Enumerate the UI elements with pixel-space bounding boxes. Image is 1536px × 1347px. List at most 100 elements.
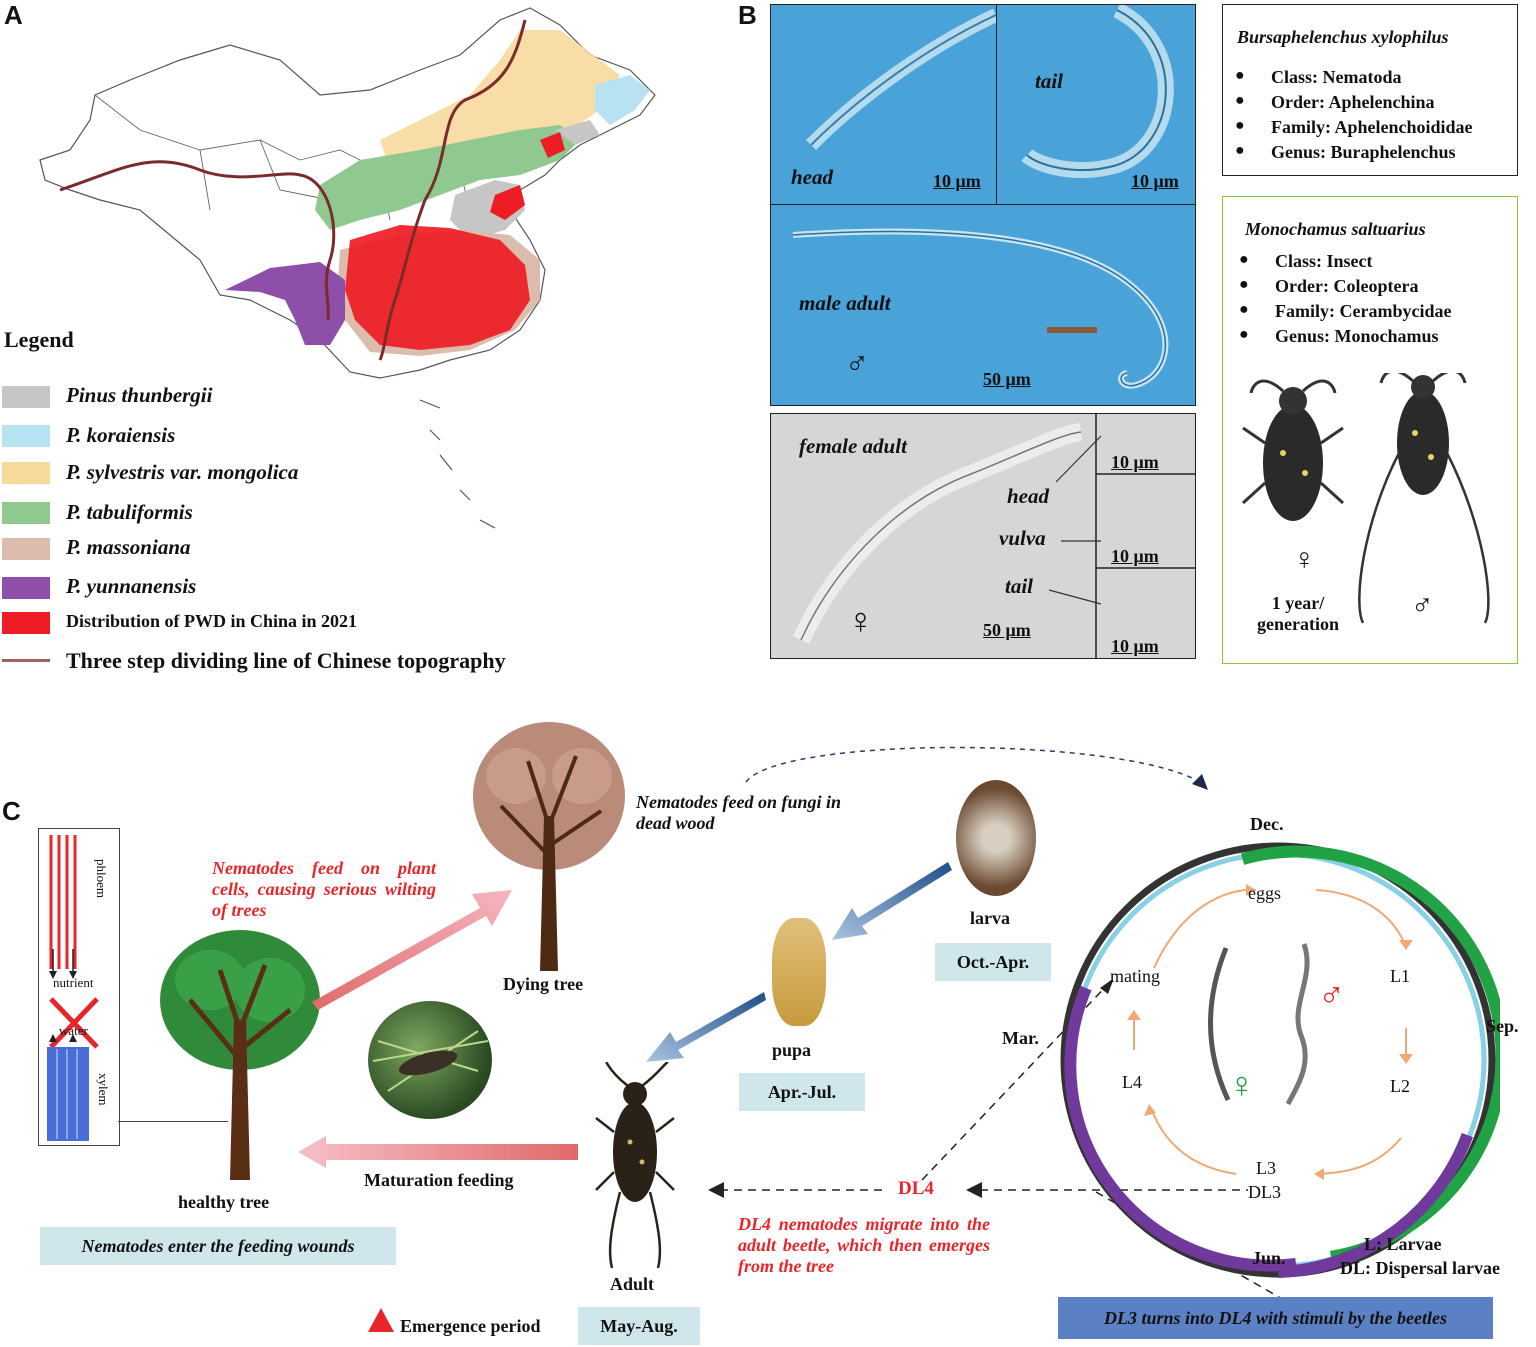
nematode-family: Family: Aphelenchoididae — [1235, 117, 1472, 138]
beetle-female-symbol: ♀ — [1293, 543, 1316, 576]
beetle-taxonomy-title: Monochamus saltuarius — [1245, 219, 1426, 239]
label-dying-tree: Dying tree — [503, 974, 584, 994]
scalebar-tail: 10 μm — [1131, 171, 1179, 191]
month-mar: Mar. — [1002, 1028, 1039, 1048]
beetle-male-symbol: ♂ — [1411, 589, 1434, 622]
healthy-tree — [160, 930, 320, 1180]
nematode-order: Order: Aphelenchina — [1235, 92, 1434, 113]
key-dispersal: DL: Dispersal larvae — [1340, 1258, 1500, 1278]
beetle-specimens — [1241, 373, 1490, 624]
region-pwd-2021 — [345, 225, 530, 350]
nematode-genus: Genus: Buraphelenchus — [1235, 142, 1455, 163]
label-phloem: phloem — [94, 859, 109, 898]
cycle-male-symbol: ♂ — [1318, 975, 1345, 1015]
beetle-family: Family: Cerambycidae — [1239, 301, 1452, 322]
arrow-larva-to-pupa — [832, 862, 952, 940]
micro-label-male-adult: male adult — [799, 291, 891, 315]
nematode-taxonomy-box: Bursaphelenchus xylophilus Class: Nemato… — [1222, 4, 1518, 176]
scalebar-male: 50 μm — [983, 369, 1031, 389]
legend-title: Legend — [4, 327, 74, 352]
legend-label-tabuliformis: P. tabuliformis — [66, 500, 193, 524]
label-healthy-tree: healthy tree — [178, 1192, 270, 1212]
month-jun: Jun. — [1252, 1248, 1286, 1268]
arrow-healthy-to-dying — [312, 890, 512, 1010]
legend-swatch-line — [2, 659, 50, 662]
micro-label-female-vulva: vulva — [999, 526, 1046, 550]
label-water: water — [59, 1023, 88, 1038]
cycle-female-symbol: ♀ — [1228, 1065, 1255, 1105]
micrograph-female-adult: female adult head vulva tail ♀ 50 μm 10 … — [770, 413, 1196, 659]
male-scale-marker — [1047, 327, 1097, 333]
scalebar-female-tail: 10 μm — [1111, 636, 1159, 656]
china-map — [39, 7, 656, 529]
beetle-taxonomy-box: Monochamus saltuarius Class: Insect Orde… — [1222, 196, 1518, 664]
female-symbol: ♀ — [847, 601, 874, 641]
enter-wounds-box: Nematodes enter the feeding wounds — [40, 1227, 396, 1265]
micrograph-tail: tail 10 μm — [996, 4, 1196, 206]
legend-swatch-pwd — [2, 612, 50, 634]
panel-label-b: B — [738, 0, 757, 30]
emergence-triangle-icon — [368, 1308, 394, 1332]
china-outline — [39, 7, 656, 379]
stage-eggs: eggs — [1248, 883, 1281, 903]
stage-l3: L3 — [1256, 1158, 1276, 1178]
dying-tree — [473, 722, 625, 971]
beetle-feeding-drawing — [372, 1030, 489, 1092]
legend-swatch-yunnanensis — [2, 577, 50, 599]
panel-label-c: C — [2, 796, 21, 826]
nematode-head-drawing — [806, 8, 997, 150]
micro-label-head: head — [791, 165, 833, 189]
vascular-diagram: phloem nutrient water xylem — [38, 828, 120, 1146]
legend-label-thunbergii: Pinus thunbergii — [66, 383, 213, 407]
label-maturation-feeding: Maturation feeding — [364, 1170, 514, 1190]
label-emergence: Emergence period — [400, 1316, 541, 1336]
arrow-pupa-to-adult — [646, 992, 766, 1062]
month-dec: Dec. — [1250, 814, 1284, 834]
beetle-generation: 1 year/ generation — [1257, 593, 1339, 634]
region-p-koraiensis — [595, 75, 650, 125]
adult-beetle — [595, 1062, 675, 1268]
micrograph-male-adult: male adult ♂ 50 μm — [770, 204, 1196, 406]
legend-label-pwd: Distribution of PWD in China in 2021 — [66, 611, 358, 631]
male-adult-drawing — [792, 228, 1169, 389]
adult-period-box: May-Aug. — [578, 1307, 700, 1345]
nematode-taxonomy-title: Bursaphelenchus xylophilus — [1237, 27, 1449, 47]
region-p-tabuliformis — [315, 125, 580, 230]
legend-label-line: Three step dividing line of Chinese topo… — [66, 648, 506, 673]
arrow-maturation-feeding — [298, 1136, 578, 1168]
micrograph-head: head 10 μm — [770, 4, 998, 206]
life-cycle-ring — [1060, 842, 1500, 1279]
region-p-sylvestris — [380, 30, 620, 175]
feed-fungi-text: Nematodes feed on fungi in dead wood — [636, 792, 841, 833]
scalebar-female-head: 10 μm — [1111, 452, 1159, 472]
legend-swatch-koraiensis — [2, 425, 50, 447]
vascular-drawing — [47, 835, 99, 1141]
legend-label-massoniana: P. massoniana — [66, 535, 191, 559]
micro-label-female-adult: female adult — [799, 434, 907, 458]
legend-label-sylvestris: P. sylvestris var. mongolica — [66, 460, 299, 484]
beetle-feeding-photo — [368, 1001, 492, 1119]
pupa-photo — [772, 918, 826, 1026]
month-sep: Sep. — [1486, 1016, 1519, 1036]
stage-dl3: DL3 — [1248, 1182, 1281, 1202]
panel-label-a: A — [4, 0, 23, 30]
label-adult: Adult — [610, 1274, 655, 1294]
beetle-order: Order: Coleoptera — [1239, 276, 1419, 297]
topography-line-2 — [378, 19, 527, 361]
male-symbol: ♂ — [845, 345, 869, 381]
scalebar-head: 10 μm — [933, 171, 981, 191]
micro-label-female-head: head — [1007, 484, 1049, 508]
legend-swatch-tabuliformis — [2, 502, 50, 524]
nematode-tail-drawing — [1021, 5, 1174, 179]
legend-swatch-sylvestris — [2, 462, 50, 484]
beetle-genus: Genus: Monochamus — [1239, 326, 1438, 347]
label-nutrient: nutrient — [53, 975, 94, 990]
micro-label-tail: tail — [1035, 69, 1064, 93]
legend-label-yunnanensis: P. yunnanensis — [66, 574, 197, 598]
vascular-connector — [118, 1121, 228, 1122]
legend-swatch-massoniana — [2, 538, 50, 560]
region-p-yunnanensis — [225, 262, 345, 345]
dl3-note-box: DL3 turns into DL4 with stimuli by the b… — [1058, 1297, 1493, 1339]
key-larvae: L: Larvae — [1364, 1234, 1442, 1254]
beetle-class: Class: Insect — [1239, 251, 1372, 272]
